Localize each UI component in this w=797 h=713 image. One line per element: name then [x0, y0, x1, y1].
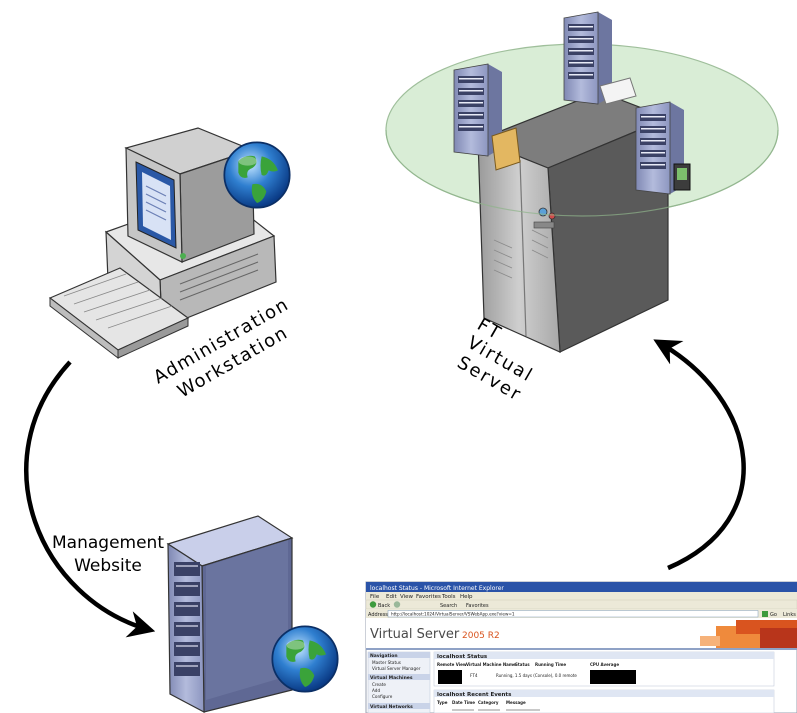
virtual-machine-top-icon — [563, 11, 637, 105]
virtual-machine-right-icon — [635, 101, 691, 195]
status-col-running-time: Running Time — [535, 662, 566, 667]
workstation-computer-icon — [48, 127, 291, 360]
address-value: http://localhost:1024/VirtualServer/VSWe… — [391, 612, 515, 617]
menu-item-favorites[interactable]: Favorites — [416, 594, 441, 600]
cpu-average-graph — [590, 670, 636, 684]
arrow-browser-to-ft-server — [653, 339, 746, 571]
nav-item-vsm[interactable]: Virtual Server Manager — [372, 666, 421, 671]
status-col-vm-name: Virtual Machine Name — [466, 662, 516, 667]
browser-title-bar — [366, 582, 797, 592]
status-vm-name[interactable]: FT4 — [470, 673, 478, 678]
administration-workstation: Administration Workstation — [48, 127, 293, 402]
ft-virtual-server: FT Virtual Server — [385, 11, 779, 406]
browser-window-title: localhost Status - Microsoft Internet Ex… — [370, 585, 504, 592]
status-col-remote-view: Remote View — [437, 662, 467, 667]
virtual-machine-left-icon — [453, 63, 521, 171]
search-button[interactable]: Search — [440, 603, 457, 609]
brand-decoration — [700, 620, 797, 648]
status-col-cpu-average: CPU Average — [590, 662, 619, 667]
address-label: Address — [368, 612, 388, 618]
events-col-category: Category — [478, 700, 499, 705]
favorites-button[interactable]: Favorites — [466, 603, 489, 609]
nav-item-configure[interactable]: Configure — [372, 694, 393, 699]
management-website: Management Website — [52, 515, 339, 713]
mgmt-label-line1: Management — [52, 533, 164, 553]
events-col-type: Type — [437, 700, 448, 705]
status-col-status: Status — [515, 662, 530, 667]
remote-view-thumbnail[interactable] — [438, 670, 462, 684]
brand-logo: Virtual Server — [370, 627, 460, 642]
events-col-datetime: Date Time — [452, 700, 475, 705]
links-label[interactable]: Links — [783, 612, 796, 618]
status-heading: localhost Status — [437, 654, 488, 660]
back-icon[interactable] — [369, 601, 377, 608]
go-icon[interactable] — [762, 611, 768, 617]
nav-section-vm: Virtual Machines — [370, 675, 413, 681]
menu-item-tools[interactable]: Tools — [441, 594, 456, 600]
nav-section-networks: Virtual Networks — [370, 704, 413, 710]
arrow-workstation-to-website — [24, 360, 156, 638]
brand-version: 2005 R2 — [462, 631, 500, 641]
web-server-icon — [166, 515, 339, 713]
browser-screenshot: localhost Status - Microsoft Internet Ex… — [365, 581, 797, 713]
events-col-message: Message — [506, 700, 526, 705]
browser-menu-bar: File Edit View Favorites Tools Help — [370, 594, 473, 600]
forward-icon[interactable] — [393, 601, 401, 608]
menu-item-edit[interactable]: Edit — [386, 594, 397, 600]
menu-item-view[interactable]: View — [400, 594, 414, 600]
mgmt-label-line2: Website — [74, 556, 142, 576]
left-nav-panel — [367, 651, 431, 713]
nav-item-add[interactable]: Add — [372, 688, 380, 693]
nav-item-master-status[interactable]: Master Status — [372, 660, 401, 665]
nav-item-create[interactable]: Create — [372, 682, 386, 687]
nav-section-navigation: Navigation — [370, 653, 398, 659]
menu-item-file[interactable]: File — [370, 594, 380, 600]
status-vm-state: Running, 1.5 days (Console), 0.0 remote — [496, 673, 577, 678]
back-button[interactable]: Back — [378, 603, 390, 609]
go-button[interactable]: Go — [770, 612, 777, 618]
events-heading: localhost Recent Events — [437, 692, 512, 698]
menu-item-help[interactable]: Help — [460, 594, 473, 600]
address-input[interactable] — [387, 610, 759, 618]
